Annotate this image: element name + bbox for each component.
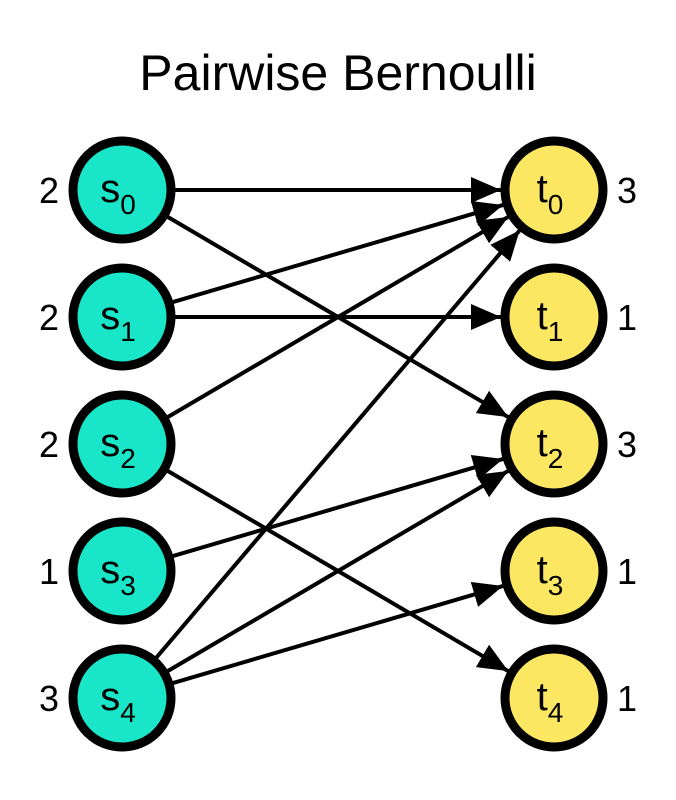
node-label-subscript: 4 [548,697,564,728]
edge-s4-t0 [154,229,522,659]
node-circle [500,263,608,371]
node-label: t2 [537,421,564,474]
target-node-t4: t4 1 [500,644,637,752]
node-label: t3 [537,548,564,601]
edge-s4-t2 [166,469,510,673]
degree-label: 3 [617,170,637,211]
node-label-subscript: 1 [548,316,564,347]
node-label-base: s [100,548,120,592]
degree-label: 3 [39,678,59,719]
node-label: t0 [537,167,564,220]
diagram-title: Pairwise Bernoulli [139,45,536,101]
node-circle [500,644,608,752]
edge-s2-t0 [166,215,510,419]
degree-label: 2 [39,297,59,338]
node-label-subscript: 3 [120,570,136,601]
node-label-base: s [100,675,120,719]
degree-label: 1 [617,678,637,719]
node-label-base: s [100,294,120,338]
source-node-s2: s22 [39,390,176,498]
node-label-base: t [537,167,548,211]
node-circle [500,136,608,244]
node-label: t4 [537,675,564,728]
node-label: s1 [100,294,136,347]
node-circle [68,644,176,752]
source-node-s0: s0 2 [39,136,176,244]
target-node-t2: t2 3 [500,390,637,498]
node-label: s4 [100,675,136,728]
target-node-t0: t0 3 [500,136,637,244]
node-label-subscript: 1 [120,316,136,347]
degree-label: 3 [617,424,637,465]
degree-label: 1 [39,551,59,592]
node-circle [68,517,176,625]
node-circle [500,517,608,625]
node-circle [68,263,176,371]
node-label-subscript: 2 [120,443,136,474]
node-label-base: s [100,421,120,465]
source-node-s4: s4 3 [39,644,176,752]
degree-label: 1 [617,297,637,338]
degree-label: 2 [39,170,59,211]
edge-s4-t3 [172,581,504,685]
node-label-subscript: 3 [548,570,564,601]
node-label: t1 [537,294,564,347]
node-label-base: t [537,294,548,338]
node-circle [68,136,176,244]
edge-s1-t0 [172,200,504,304]
node-label: s2 [100,421,136,474]
edge-s3-t2 [172,454,504,558]
node-label-subscript: 0 [120,189,136,220]
node-label: s3 [100,548,136,601]
node-label-base: t [537,675,548,719]
degree-label: 1 [617,551,637,592]
edges-layer [154,177,522,685]
node-label-base: s [100,167,120,211]
node-label-subscript: 0 [548,189,564,220]
source-node-s1: s1 2 [39,263,176,371]
node-circle [68,390,176,498]
source-node-s3: s3 1 [39,517,176,625]
node-label-subscript: 2 [548,443,564,474]
degree-label: 2 [39,424,59,465]
node-label-subscript: 4 [120,697,136,728]
node-circle [500,390,608,498]
target-node-t3: t3 1 [500,517,637,625]
node-label-base: t [537,421,548,465]
node-label: s0 [100,167,136,220]
node-label-base: t [537,548,548,592]
